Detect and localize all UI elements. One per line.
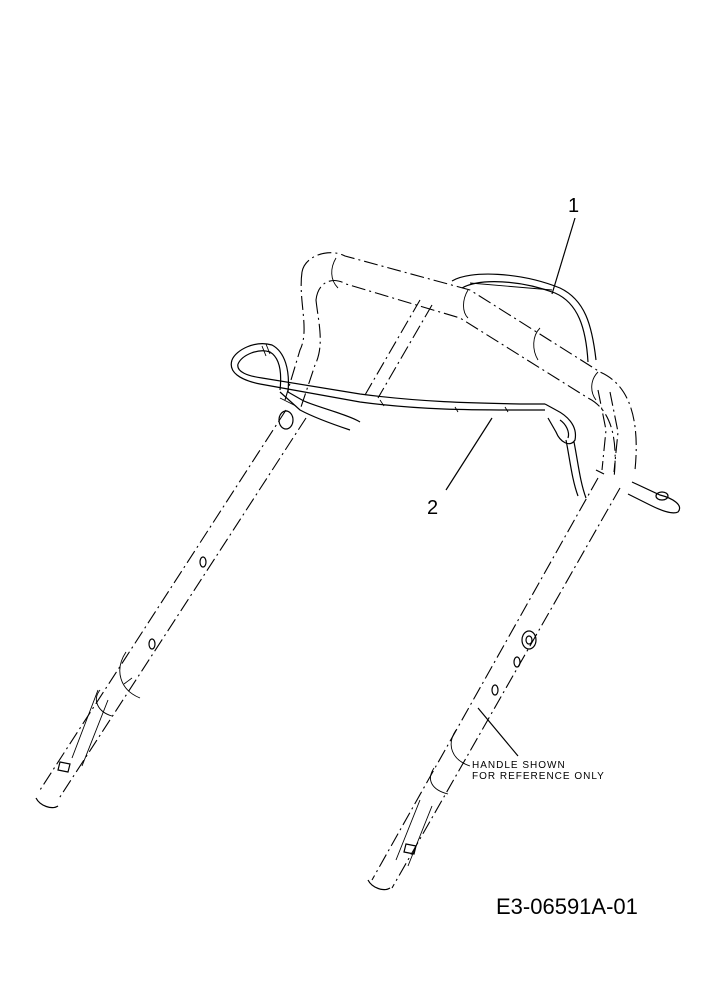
document-number: E3-06591A-01 (496, 894, 638, 919)
leader-line-2 (445, 417, 493, 491)
reference-note: HANDLE SHOWN FOR REFERENCE ONLY (472, 760, 605, 782)
callout-2: 2 (427, 497, 439, 519)
lower-handle-left (35, 409, 307, 809)
lower-handle-right (367, 477, 621, 891)
control-cable-part-2 (230, 343, 587, 499)
reference-note-line1: HANDLE SHOWN (472, 760, 566, 771)
callout-1: 1 (568, 195, 580, 217)
leader-line-1 (551, 217, 576, 295)
upper-handle-part-1 (284, 252, 681, 514)
leader-line-note (477, 707, 519, 757)
reference-note-line2: FOR REFERENCE ONLY (472, 771, 605, 782)
